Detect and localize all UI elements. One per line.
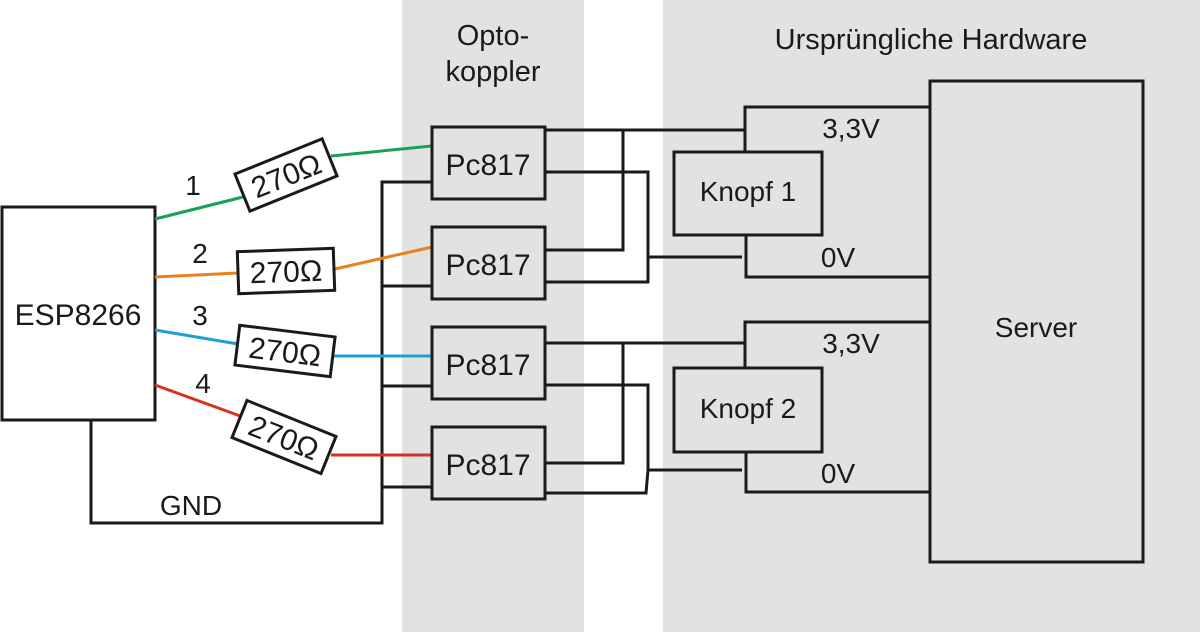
optocoupler-1: Pc817 <box>430 125 547 201</box>
optocoupler-4: Pc817 <box>430 425 547 501</box>
channel-2-wire-a <box>154 271 239 279</box>
server-box <box>928 79 1145 564</box>
knopf-2-high-wire <box>743 320 930 343</box>
optocoupler-4-label: Pc817 <box>445 449 530 482</box>
knopf-2-label: Knopf 2 <box>700 393 797 424</box>
channel-1-wire-a <box>154 195 244 221</box>
optocoupler-band <box>402 0 584 632</box>
channel-2-number: 2 <box>192 238 208 269</box>
knopf-1-low-label: 0V <box>821 242 856 273</box>
knopf-2-box <box>672 366 824 454</box>
gnd-label: GND <box>160 490 222 521</box>
resistor-4: 270Ω <box>230 398 338 476</box>
knopf-2-low-label: 0V <box>821 458 856 489</box>
resistor-3: 270Ω <box>233 323 337 379</box>
optocoupler-title-line1: Opto- <box>457 20 530 52</box>
channel-1-number: 1 <box>185 170 201 201</box>
knopf-1-high-wire <box>743 105 930 130</box>
channel-3-wire-a <box>154 328 239 346</box>
esp8266-label: ESP8266 <box>15 299 142 332</box>
resistor-1: 270Ω <box>232 136 340 214</box>
optocoupler-title-line2: koppler <box>445 56 540 88</box>
knopf-1-label: Knopf 1 <box>700 176 797 207</box>
optocoupler-3-label: Pc817 <box>445 349 530 382</box>
channel-4-wire-a <box>154 383 244 419</box>
knopf-2-low-wire <box>744 452 930 494</box>
gnd-wire <box>89 180 432 525</box>
channel-4-number: 4 <box>195 368 211 399</box>
optocoupler-3: Pc817 <box>430 325 547 401</box>
server-label: Server <box>995 312 1077 343</box>
opto-4-collector-wire <box>545 343 625 465</box>
resistor-2-label: 270Ω <box>249 255 323 291</box>
optocoupler-2-label: Pc817 <box>445 249 530 282</box>
esp8266-box <box>0 205 157 422</box>
optocoupler-1-label: Pc817 <box>445 149 530 182</box>
knopf-1-high-label: 3,3V <box>822 113 880 144</box>
opto-2-collector-wire <box>545 130 625 252</box>
resistor-2: 270Ω <box>235 246 337 296</box>
channel-1-wire-b <box>330 144 433 158</box>
knopf-1-low-wire <box>744 236 930 279</box>
channel-2-wire-b <box>334 245 433 271</box>
hardware-title: Ursprüngliche Hardware <box>775 24 1088 56</box>
channel-3-number: 3 <box>192 300 208 331</box>
knopf-2-high-label: 3,3V <box>822 328 880 359</box>
optocoupler-2: Pc817 <box>430 225 547 301</box>
knopf-1-box <box>672 150 824 237</box>
